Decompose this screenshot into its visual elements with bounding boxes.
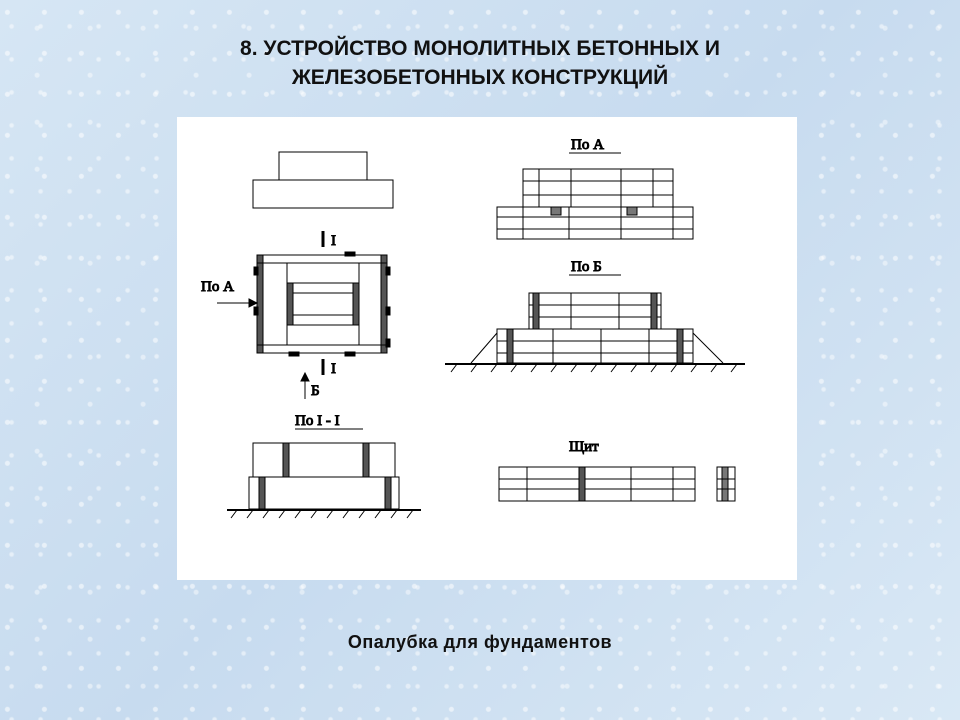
slide-title: 8. УСТРОЙСТВО МОНОЛИТНЫХ БЕТОННЫХ И ЖЕЛЕ… — [240, 37, 720, 89]
view-b — [445, 292, 745, 373]
section-mark-bottom: I — [331, 361, 336, 377]
view-a — [496, 168, 694, 240]
section-label: По I - I — [295, 413, 340, 429]
foundation-elevation — [252, 151, 394, 209]
section-view — [227, 442, 421, 519]
formwork-drawing: I I По А Б По I - I По А — [201, 137, 745, 519]
slide-caption: Опалубка для фундаментов — [347, 632, 613, 652]
section-mark-top: I — [331, 233, 336, 249]
view-b-label: По Б — [571, 259, 602, 275]
drawing-panel: I I По А Б По I - I По А — [177, 117, 797, 580]
formwork-plan — [217, 231, 391, 399]
view-a-label: По А — [571, 137, 604, 153]
shield-label: Щит — [569, 439, 599, 455]
shield-view — [498, 466, 736, 502]
arrow-label-a: По А — [201, 279, 234, 295]
arrow-label-b: Б — [311, 383, 320, 399]
